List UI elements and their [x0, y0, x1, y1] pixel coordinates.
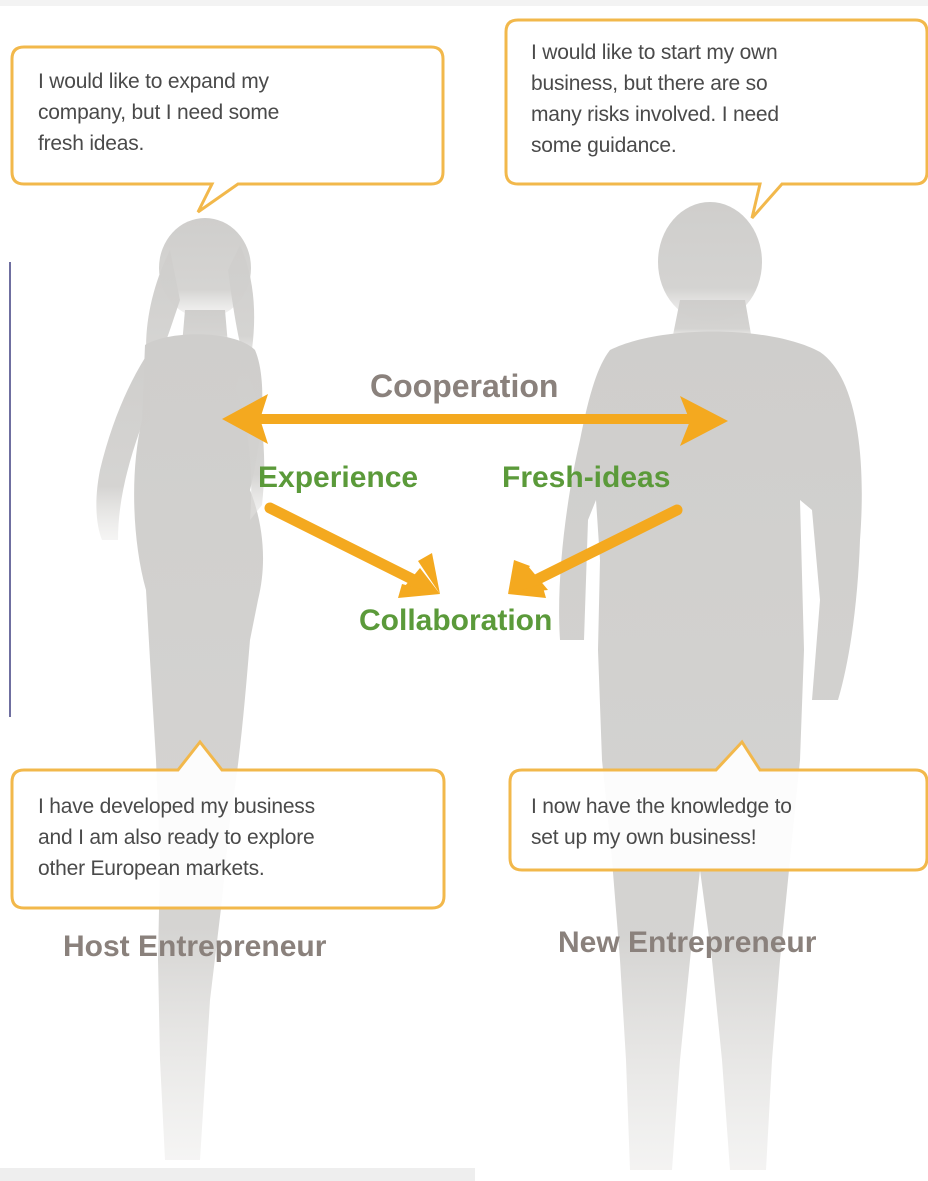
new-entrepreneur-label: New Entrepreneur [558, 926, 817, 959]
host-bottom-bubble-text: I have developed my business and I am al… [38, 795, 315, 880]
cooperation-arrow [222, 394, 728, 446]
host-entrepreneur-label: Host Entrepreneur [63, 930, 327, 963]
new-bottom-bubble [508, 739, 928, 872]
left-edge-line [9, 262, 11, 717]
new-top-bubble-text: I would like to start my own business, b… [531, 41, 779, 157]
experience-label: Experience [258, 461, 419, 494]
experience-arrow [264, 502, 440, 598]
new-top-bubble [504, 18, 928, 219]
host-top-bubble-text: I would like to expand my company, but I… [38, 70, 280, 155]
host-bottom-bubble [10, 739, 446, 910]
cooperation-label: Cooperation [370, 368, 559, 404]
fresh-ideas-label: Fresh-ideas [502, 461, 671, 494]
host-top-bubble [10, 45, 445, 214]
top-strip [0, 0, 928, 6]
new-silhouette [559, 202, 862, 1170]
fresh-ideas-arrow [508, 504, 683, 598]
collaboration-label: Collaboration [359, 604, 553, 637]
new-bottom-bubble-text: I now have the knowledge to set up my ow… [531, 795, 792, 849]
host-silhouette [96, 218, 265, 1160]
bottom-strip [0, 1168, 475, 1181]
